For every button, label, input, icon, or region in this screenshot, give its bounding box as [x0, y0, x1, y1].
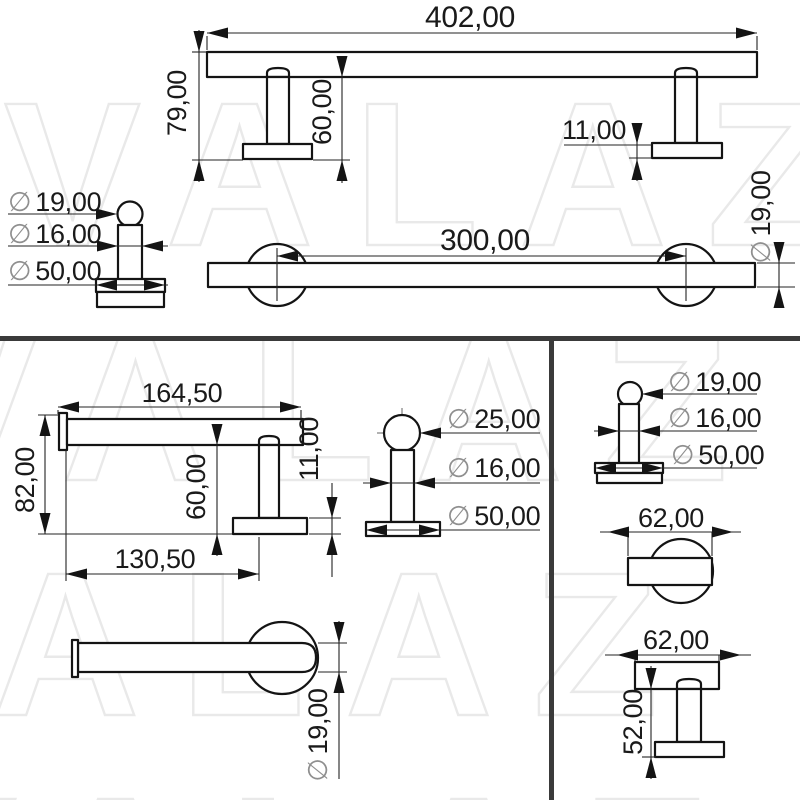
paper-holder-base: [231, 516, 309, 536]
dim-post-stem-diameter: ∅16,00: [8, 219, 101, 249]
paper-holder-post-side-view: ∅25,00 ∅16,00 ∅50,00: [363, 404, 541, 538]
towel-bar-left-post: [265, 75, 291, 146]
paper-holder-arm: [65, 417, 305, 447]
dim-holder-post-height: 60,00: [181, 454, 211, 520]
arm-end-cap: [57, 411, 69, 452]
hook-arm-top: [626, 556, 714, 587]
dim-bar-diameter: ∅19,00: [746, 170, 776, 263]
hook-stem: [617, 402, 641, 465]
dim-post-knob-diameter: ∅19,00: [8, 187, 101, 217]
towel-bar-front-dimensions: 402,00 79,00 60,00 11,00: [162, 1, 758, 183]
towel-bar-rail: [205, 50, 759, 79]
hook-side-view: ∅19,00 ∅16,00 ∅50,00: [593, 367, 765, 485]
post-stem: [116, 223, 144, 282]
holder-arm-bottom: [76, 641, 318, 674]
dim-towel-length: 402,00: [425, 1, 515, 34]
hook-panel: ∅19,00 ∅16,00 ∅50,00 62,00: [593, 367, 765, 779]
dim-holder-arm-diameter: ∅19,00: [303, 688, 333, 781]
holder-arm-end-cap: [70, 638, 80, 679]
towel-bar-front-view: [205, 50, 759, 161]
hook-base: [595, 471, 664, 485]
dim-post-base-diameter: ∅50,00: [8, 256, 101, 286]
hook-front-stem: [675, 687, 703, 744]
dim-hook-height: 52,00: [618, 689, 648, 755]
dim-hook-stem-diameter: ∅16,00: [668, 403, 761, 433]
towel-bar-rail-bottom: [206, 261, 757, 289]
paper-holder-panel: 164,50 82,00 60,00 130,50 11,00: [10, 378, 541, 782]
towel-bar-post-side-view: ∅19,00 ∅16,00 ∅50,00: [8, 187, 168, 309]
dim-holder-length: 164,50: [142, 378, 223, 408]
dim-holder-stem-diameter: ∅16,00: [447, 453, 540, 483]
dim-towel-post-height: 60,00: [307, 79, 337, 145]
holder-stem: [389, 448, 416, 524]
dim-holder-knob-diameter: ∅25,00: [447, 404, 540, 434]
towel-bar-right-base: [650, 141, 724, 160]
paper-holder-post-dome: [257, 434, 281, 447]
paper-holder-front-view: 164,50 82,00 60,00 130,50 11,00: [10, 378, 341, 581]
dim-hook-top-width: 62,00: [638, 503, 704, 533]
dim-hook-base-diameter: ∅50,00: [671, 440, 764, 470]
post-base: [95, 290, 166, 309]
hook-top-view: 62,00: [600, 503, 741, 605]
paper-holder-post: [257, 443, 281, 520]
hook-front-dome: [675, 677, 703, 691]
post-knob: [116, 200, 144, 228]
dim-holder-arm-length: 130,50: [115, 544, 196, 574]
towel-bar-right-post-dome: [673, 66, 699, 79]
vertical-divider: [549, 336, 554, 800]
paper-holder-bottom-view: ∅19,00: [70, 620, 347, 782]
hook-front-view: 62,00 52,00: [605, 625, 751, 779]
dim-holder-base-thickness: 11,00: [294, 417, 324, 481]
horizontal-divider: [0, 336, 800, 341]
towel-bar-left-post-dome: [265, 66, 291, 79]
holder-knob: [382, 413, 422, 453]
dim-towel-total-height: 79,00: [162, 70, 192, 136]
dim-hook-front-width: 62,00: [643, 625, 709, 655]
towel-bar-right-post: [673, 75, 699, 145]
towel-bar-panel: 402,00 79,00 60,00 11,00: [8, 1, 795, 309]
watermark-row: VALAZ: [0, 295, 768, 524]
watermark-row: VALAZ: [0, 755, 748, 800]
dim-holder-total-height: 82,00: [10, 447, 40, 513]
dim-holder-base-diameter: ∅50,00: [447, 501, 540, 531]
dim-hook-knob-diameter: ∅19,00: [668, 367, 761, 397]
hook-front-base: [653, 740, 726, 759]
dim-mount-spacing: 300,00: [440, 224, 530, 257]
towel-bar-left-base: [241, 142, 314, 161]
towel-bar-bottom-view: 300,00 ∅19,00: [206, 170, 795, 308]
dim-towel-base-thickness: 11,00: [562, 115, 626, 145]
hook-knob: [616, 380, 644, 408]
